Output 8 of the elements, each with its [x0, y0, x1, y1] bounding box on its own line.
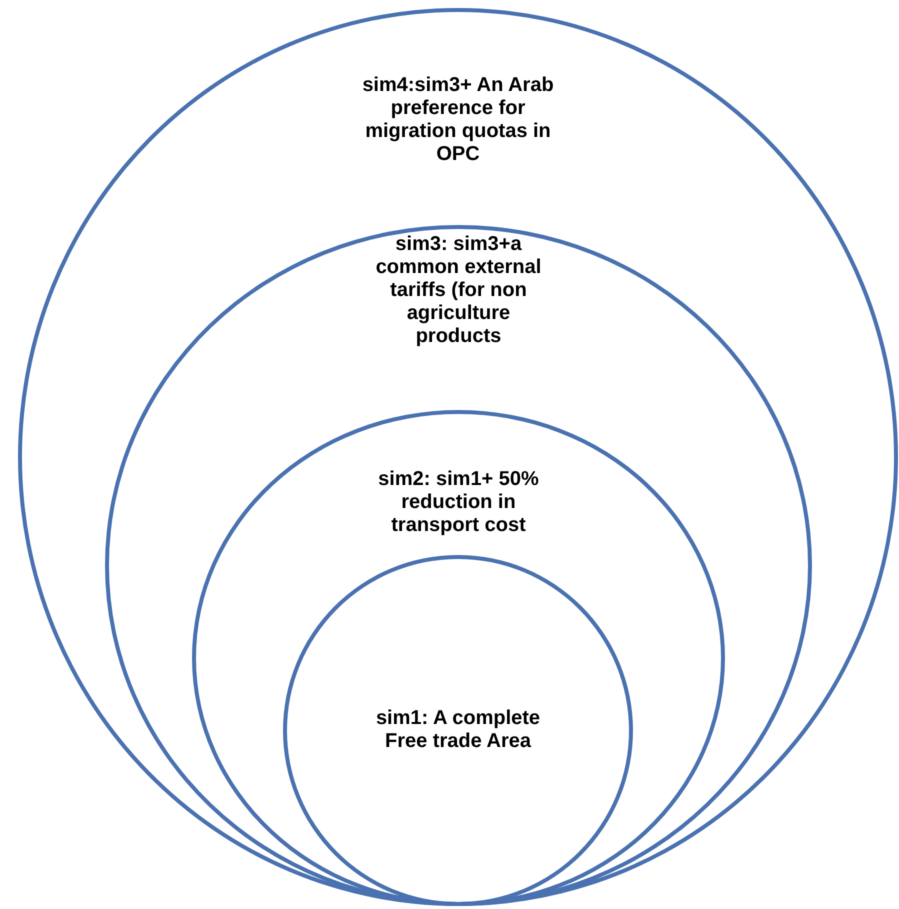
nested-circle: [283, 555, 633, 906]
nested-circle: [105, 225, 812, 906]
nested-circle: [192, 410, 725, 906]
circle-label: sim1: A complete Free trade Area: [374, 707, 542, 753]
circle-label: sim4:sim3+ An Arab preference for migration quotas in OPC: [361, 74, 555, 166]
nested-circle: [18, 8, 898, 906]
circle-label: sim3: sim3+a common external tariffs (for non agriculture products: [374, 233, 542, 348]
circle-label: sim2: sim1+ 50% reduction in transport cost: [377, 468, 540, 537]
